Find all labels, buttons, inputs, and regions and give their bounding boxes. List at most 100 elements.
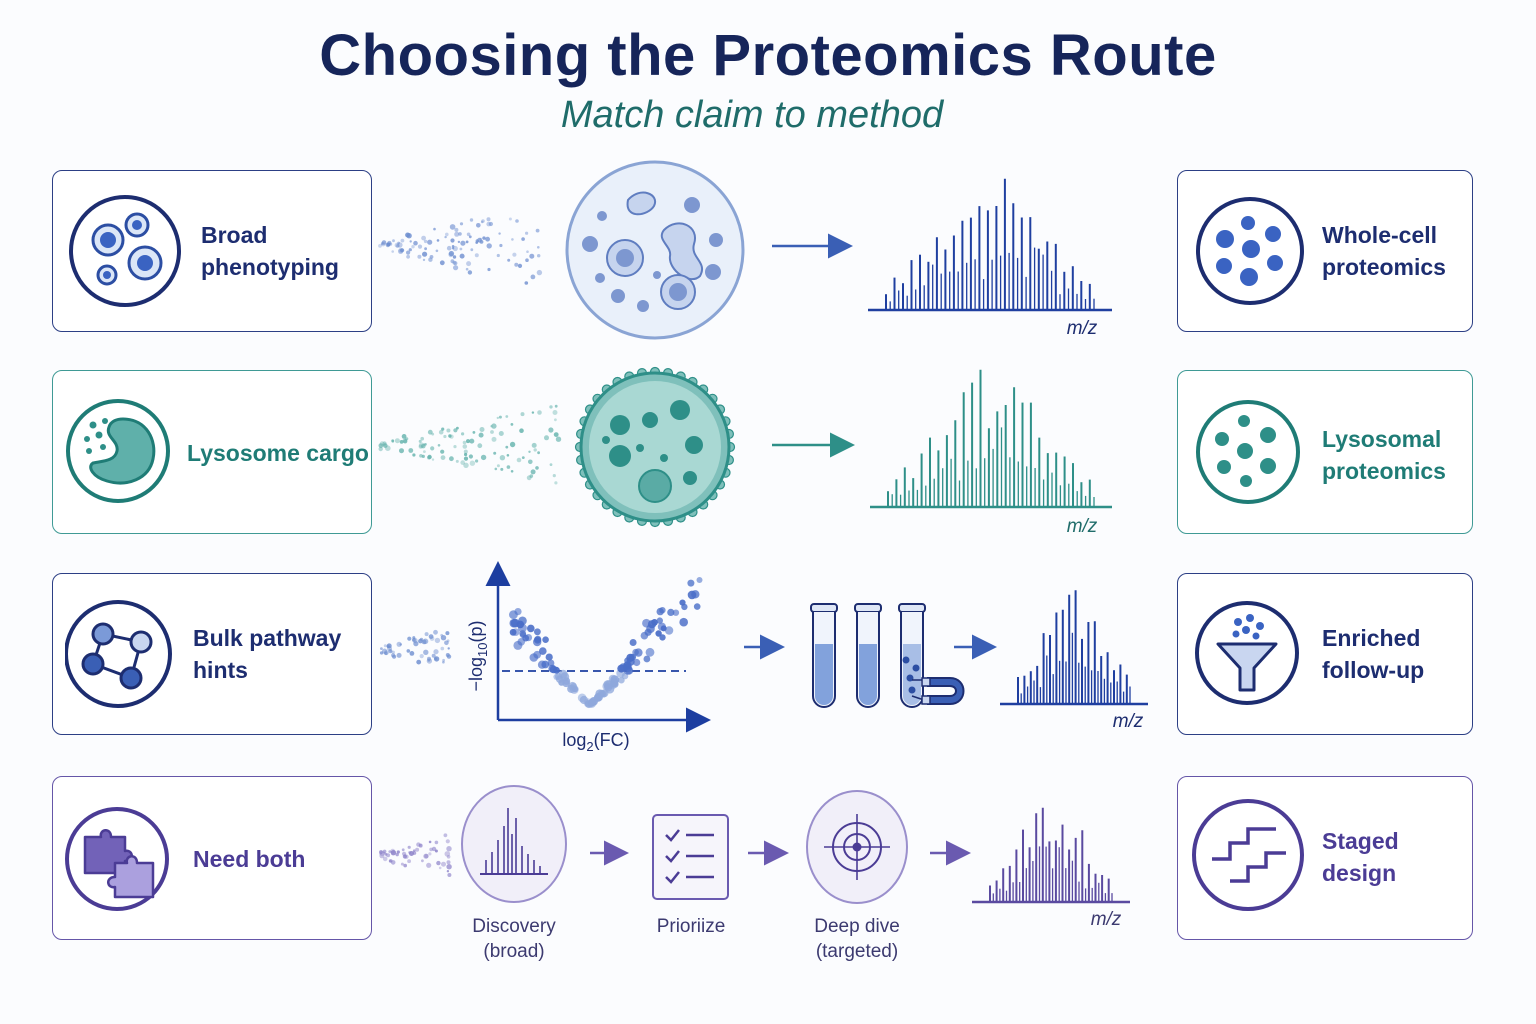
particle bbox=[462, 440, 467, 445]
particle bbox=[488, 221, 493, 227]
volcano-point bbox=[687, 590, 697, 600]
particle bbox=[429, 255, 434, 259]
particle bbox=[505, 445, 509, 449]
particle bbox=[396, 652, 402, 658]
particle bbox=[418, 442, 425, 449]
particle bbox=[395, 852, 399, 857]
volcano-point bbox=[534, 635, 542, 643]
particle bbox=[554, 418, 557, 422]
particle bbox=[549, 405, 553, 409]
method-label: Enriched follow-up bbox=[1322, 622, 1424, 686]
particle bbox=[427, 454, 432, 460]
volcano-x-label-sub: 2 bbox=[586, 739, 593, 754]
claim-card-bulk-pathway[interactable]: Bulk pathway hints bbox=[52, 573, 372, 735]
volcano-point bbox=[679, 617, 688, 627]
particle bbox=[403, 863, 408, 868]
particle bbox=[459, 247, 463, 251]
claim-card-need-both[interactable]: Need both bbox=[52, 776, 372, 940]
particle bbox=[459, 253, 465, 259]
particle bbox=[455, 459, 459, 463]
checklist-icon bbox=[665, 829, 714, 884]
method-card-lysosomal[interactable]: Lysosomal proteomics bbox=[1177, 370, 1473, 534]
particle-stream bbox=[378, 404, 562, 485]
particle bbox=[469, 460, 476, 466]
particle bbox=[385, 445, 391, 452]
particle bbox=[459, 222, 464, 226]
particle bbox=[506, 454, 510, 457]
cells-icon bbox=[69, 195, 181, 307]
method-card-enriched[interactable]: Enriched follow-up bbox=[1177, 573, 1473, 735]
network-icon bbox=[65, 600, 172, 708]
method-card-whole-cell[interactable]: Whole-cell proteomics bbox=[1177, 170, 1473, 332]
particle bbox=[378, 244, 382, 248]
particle bbox=[446, 870, 450, 873]
particle bbox=[511, 238, 514, 241]
volcano-point bbox=[529, 653, 539, 662]
particle bbox=[465, 267, 469, 271]
particle bbox=[510, 470, 514, 473]
particle-stream bbox=[378, 217, 543, 285]
particle bbox=[400, 238, 405, 243]
particle bbox=[508, 217, 512, 221]
method-line: Lysosomal bbox=[1322, 426, 1442, 452]
volcano-point bbox=[517, 623, 527, 633]
particle bbox=[427, 239, 433, 245]
particle bbox=[472, 431, 476, 434]
puzzle-icon bbox=[65, 807, 169, 911]
particle bbox=[440, 449, 445, 454]
particle bbox=[460, 460, 466, 465]
volcano-point bbox=[588, 698, 596, 707]
particle bbox=[461, 432, 465, 436]
particle bbox=[475, 459, 479, 463]
particle bbox=[469, 218, 474, 222]
mass-spectrum bbox=[868, 178, 1112, 312]
particle bbox=[382, 849, 387, 854]
particle bbox=[440, 646, 445, 651]
particle bbox=[466, 232, 471, 237]
volcano-point bbox=[642, 618, 651, 628]
particle bbox=[537, 246, 540, 249]
tube-liquid bbox=[859, 644, 877, 705]
particle bbox=[407, 859, 411, 864]
particle bbox=[464, 452, 468, 457]
claim-line: Broad bbox=[201, 222, 268, 248]
particle bbox=[510, 423, 514, 426]
volcano-point bbox=[687, 579, 695, 587]
volcano-point bbox=[548, 664, 557, 673]
bead bbox=[912, 664, 920, 672]
particle bbox=[415, 847, 420, 852]
tube-cap bbox=[810, 603, 838, 613]
method-line: Staged bbox=[1322, 828, 1399, 854]
particle bbox=[454, 231, 460, 237]
particle bbox=[406, 649, 411, 653]
bead bbox=[902, 656, 910, 664]
particle bbox=[421, 443, 426, 449]
particle bbox=[419, 454, 423, 458]
particle bbox=[529, 474, 534, 478]
particle bbox=[422, 258, 426, 262]
method-card-staged[interactable]: Staged design bbox=[1177, 776, 1473, 940]
particle bbox=[537, 410, 542, 415]
particle bbox=[433, 629, 438, 635]
particle bbox=[536, 269, 543, 276]
particle bbox=[554, 404, 558, 408]
particle bbox=[440, 633, 444, 637]
particle bbox=[491, 423, 497, 429]
particle bbox=[427, 455, 431, 460]
volcano-point bbox=[595, 689, 604, 698]
lysosomal-dots-icon bbox=[1196, 400, 1300, 504]
claim-card-lysosome-cargo[interactable]: Lysosome cargo bbox=[52, 370, 372, 534]
spectrum-axis-label: m/z bbox=[1091, 909, 1122, 930]
particle bbox=[444, 851, 451, 857]
claim-card-broad-phenotyping[interactable]: Broad phenotyping bbox=[52, 170, 372, 332]
particle bbox=[474, 253, 479, 258]
particle bbox=[380, 647, 383, 650]
volcano-point bbox=[527, 624, 535, 633]
particle bbox=[498, 415, 502, 419]
particle bbox=[466, 261, 472, 267]
method-label: Whole-cell proteomics bbox=[1322, 219, 1446, 283]
particle bbox=[486, 221, 492, 227]
particle bbox=[516, 457, 522, 463]
particle bbox=[544, 435, 549, 441]
volcano-point bbox=[534, 628, 541, 636]
